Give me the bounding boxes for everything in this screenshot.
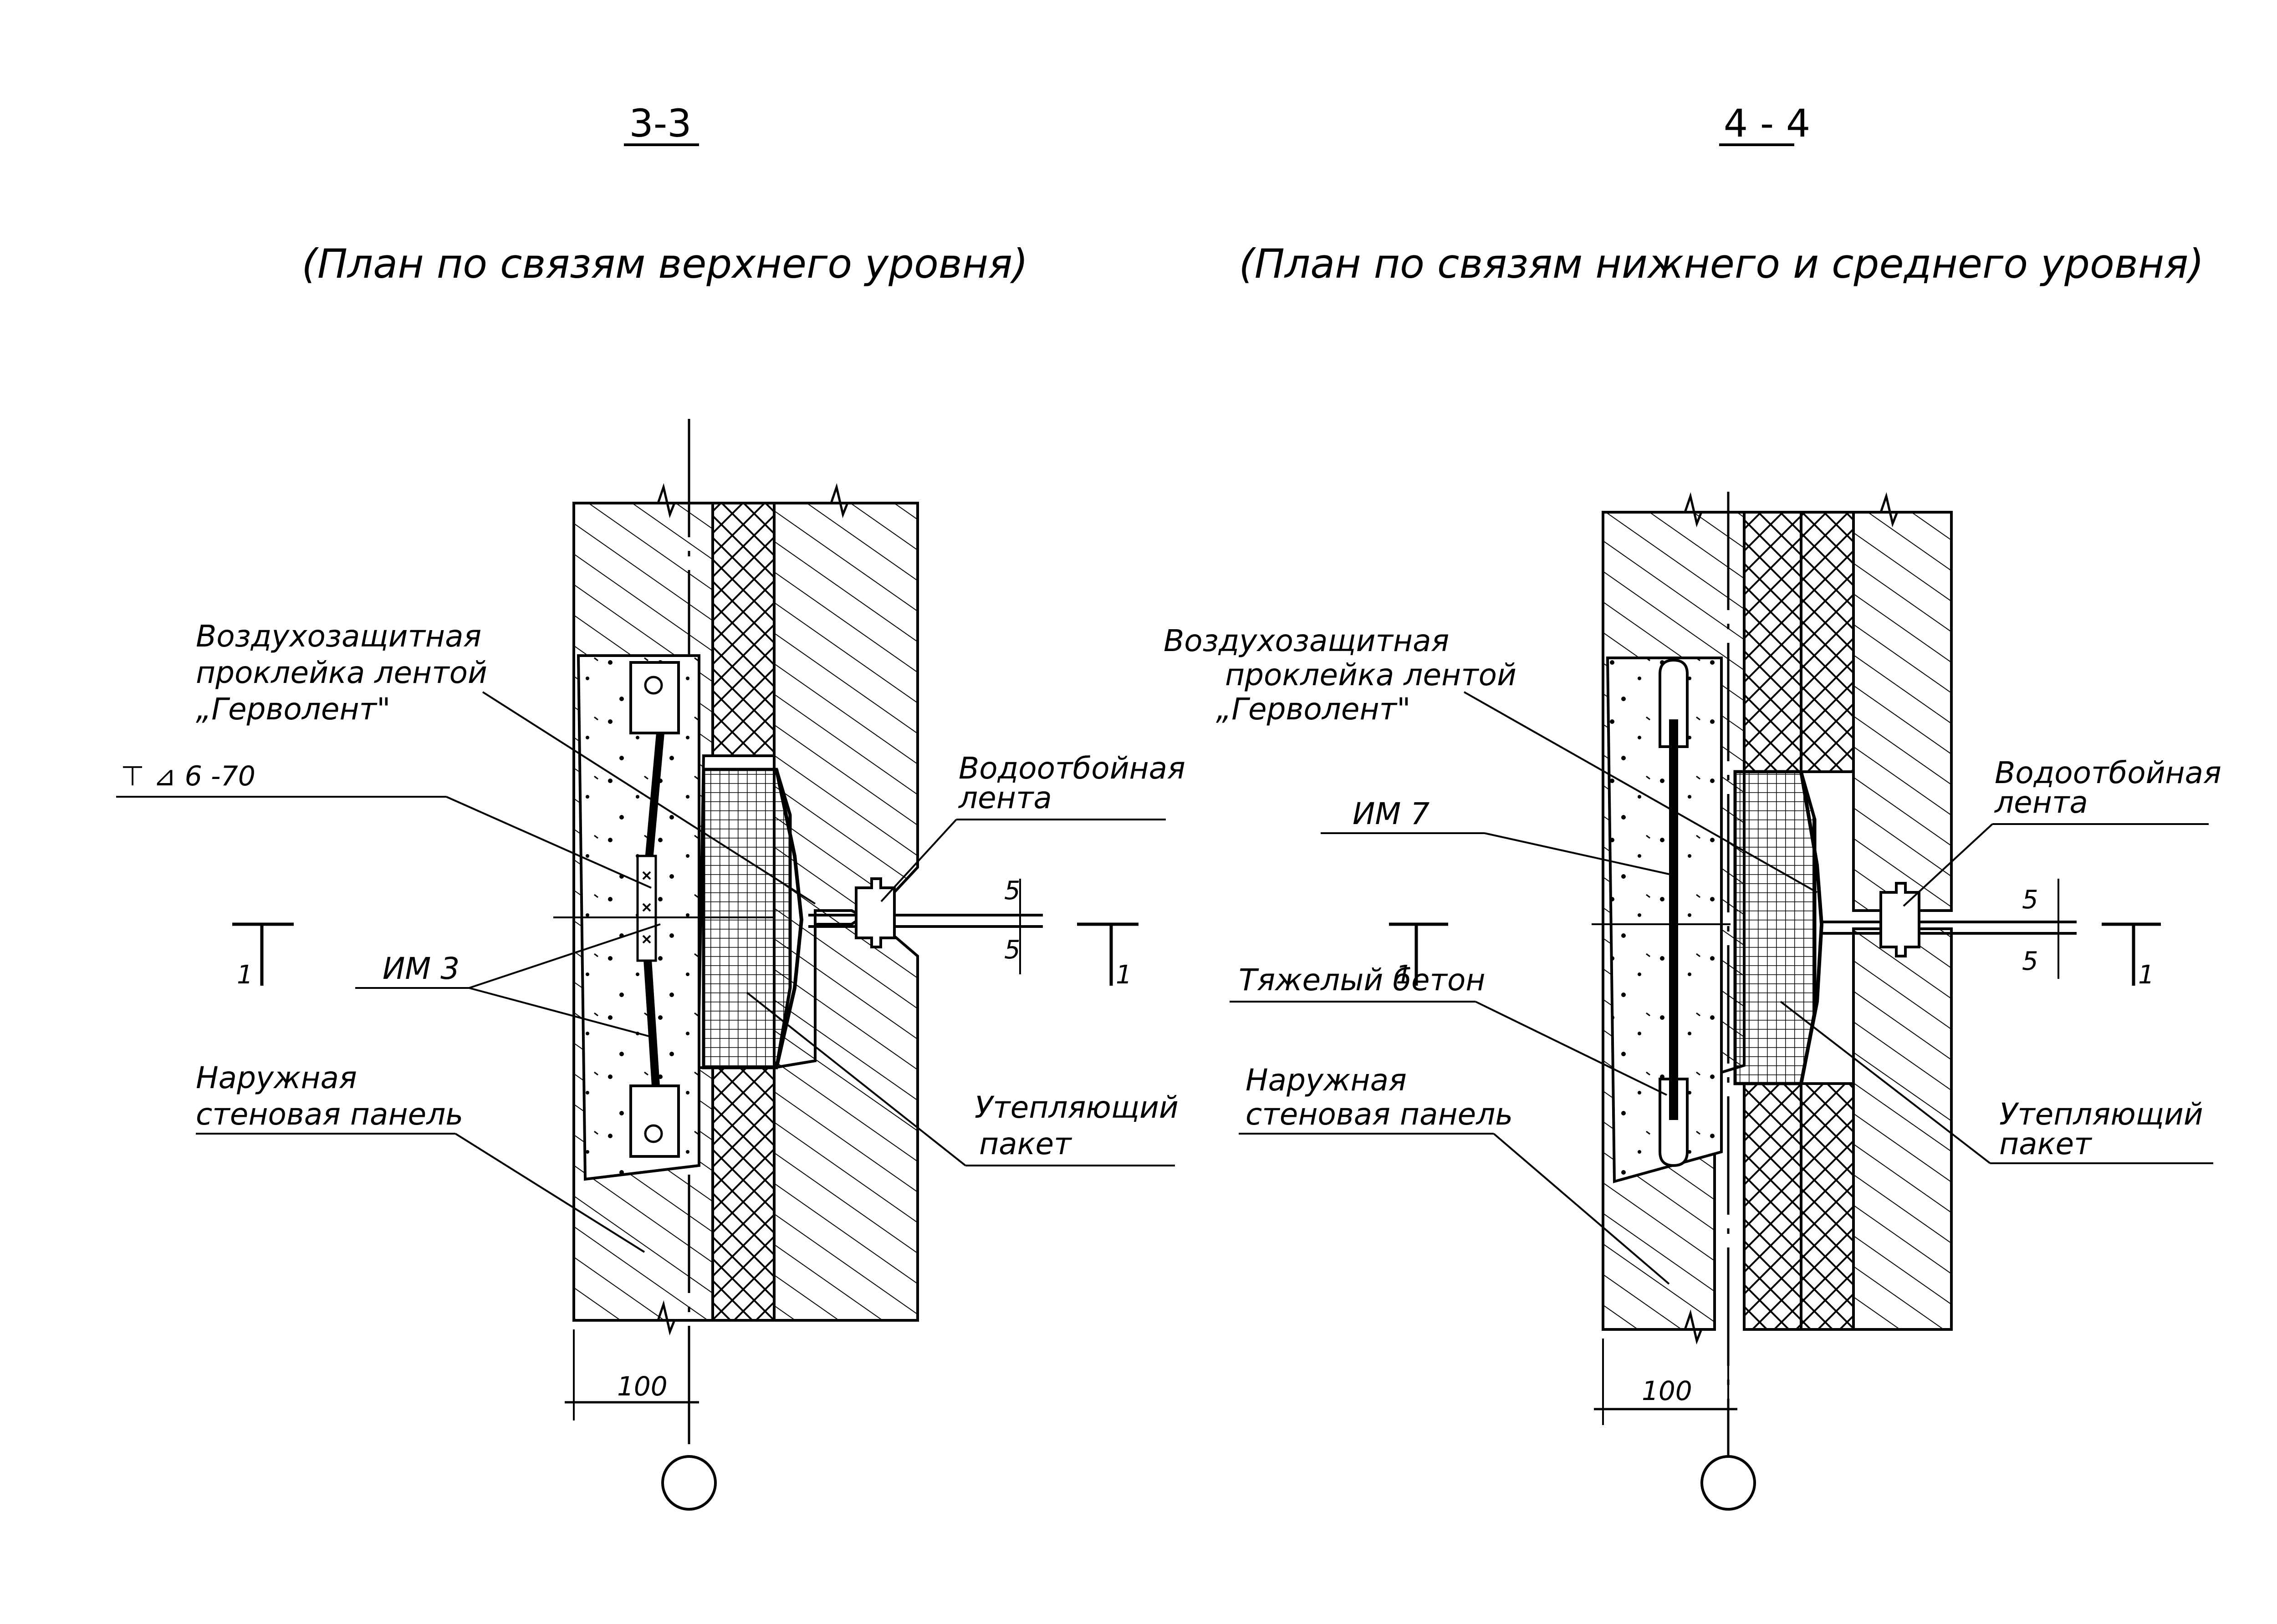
svg-text:ИМ 3: ИМ 3	[383, 951, 459, 986]
section-title: 3-3	[629, 101, 691, 146]
anchor-loop-upper	[1659, 658, 1689, 748]
callout-insul-pack: Утепляющий пакет	[1780, 1001, 2213, 1164]
dim-5-upper: 5	[1004, 876, 1021, 906]
break-mark	[1684, 492, 1703, 528]
svg-text:Воздухозащитная: Воздухозащитная	[1164, 623, 1449, 658]
svg-text:лента: лента	[958, 780, 1052, 815]
section-subtitle: (План по связям нижнего и среднего уровн…	[1239, 240, 2204, 287]
callout-drip-tape: Водоотбойная лента	[1903, 755, 2221, 907]
svg-text:Воздухозащитная: Воздухозащитная	[196, 619, 481, 654]
insulation-lower	[1743, 1082, 1855, 1331]
callout-outer-panel: Наружная стеновая панель	[1239, 1063, 1670, 1285]
svg-text:ИМ 7: ИМ 7	[1353, 796, 1430, 831]
cut-mark-number: 1	[2138, 960, 2154, 990]
section-cut-mark-left	[1389, 922, 1448, 986]
section-cut-mark-right	[1077, 922, 1138, 986]
anchor-hole-icon	[644, 1124, 663, 1143]
break-mark	[830, 483, 849, 519]
anchor-loop-lower	[1659, 1078, 1689, 1167]
svg-text:пакет: пакет	[1999, 1126, 2093, 1161]
svg-text:Тяжелый бетон: Тяжелый бетон	[1239, 962, 1486, 998]
callout-im3: ИМ 3	[355, 923, 661, 1039]
section-title: 4 - 4	[1724, 101, 1811, 146]
cut-mark-number: 1	[1396, 960, 1412, 990]
insulation-upper	[711, 502, 776, 757]
break-mark	[1684, 1309, 1703, 1345]
section-cut-mark-left	[232, 922, 294, 986]
dim-100: 100	[1642, 1375, 1692, 1406]
insulating-pack	[702, 768, 792, 1069]
callout-outer-panel: Наружная стеновая панель	[196, 1060, 645, 1253]
drip-tape-profile	[1879, 882, 1920, 957]
svg-text:Утепляющий: Утепляющий	[1999, 1097, 2203, 1132]
anchor-plate-upper	[629, 661, 680, 734]
svg-text:стеновая панель: стеновая панель	[196, 1097, 463, 1132]
svg-text:„Герволент": „Герволент"	[196, 692, 391, 727]
anchor-plate-lower	[629, 1084, 680, 1158]
inner-wall-panel-upper	[1852, 511, 1953, 912]
svg-text:Водоотбойная: Водоотбойная	[1995, 755, 2221, 790]
break-mark	[1879, 492, 1899, 528]
weld-mark-icon	[642, 871, 651, 944]
section-4-4: 4 - 4 (План по связям нижнего и среднего…	[1164, 101, 2221, 1511]
svg-text:Наружная: Наружная	[1246, 1063, 1407, 1098]
axis-bubble	[1700, 1455, 1756, 1511]
section-3-3: 3-3 (План по связям верхнего уровня)	[116, 101, 1185, 1511]
callout-heavy-concrete: Тяжелый бетон	[1230, 962, 1667, 1096]
callout-insul-pack: Утепляющий пакет	[746, 992, 1179, 1166]
callout-air-tape: Воздухозащитная проклейка лентой „Гервол…	[196, 619, 816, 905]
anchor-hole-icon	[644, 676, 663, 695]
air-tape-strip	[775, 769, 804, 1068]
cut-mark-number: 1	[1116, 960, 1132, 990]
cut-mark-number: 1	[237, 960, 253, 990]
inner-wall-panel-lower	[1852, 927, 1953, 1331]
dim-5-lower: 5	[2022, 947, 2038, 976]
dim-5-lower: 5	[1004, 935, 1021, 965]
dim-5-upper: 5	[2022, 885, 2038, 915]
callout-im7: ИМ 7	[1321, 796, 1669, 875]
svg-text:Водоотбойная: Водоотбойная	[959, 751, 1185, 786]
section-subtitle: (План по связям верхнего уровня)	[302, 240, 1028, 287]
svg-text:Наружная: Наружная	[196, 1060, 357, 1095]
drip-tape-profile	[855, 877, 896, 948]
svg-text:пакет: пакет	[979, 1126, 1072, 1161]
svg-text:⊤ ⊿ 6 -70: ⊤ ⊿ 6 -70	[121, 760, 255, 792]
svg-text:„Герволент": „Герволент"	[1216, 692, 1411, 727]
dim-100: 100	[617, 1371, 668, 1402]
svg-text:Утепляющий: Утепляющий	[975, 1090, 1179, 1125]
callout-weld: ⊤ ⊿ 6 -70	[116, 760, 652, 889]
insulation-lower	[711, 1066, 776, 1322]
svg-text:проклейка лентой: проклейка лентой	[196, 655, 487, 690]
svg-text:лента: лента	[1994, 785, 2088, 820]
section-cut-mark-right	[2102, 922, 2161, 986]
svg-text:стеновая панель: стеновая панель	[1246, 1097, 1513, 1132]
insulation-upper	[1743, 511, 1855, 773]
break-mark	[657, 1300, 676, 1336]
callout-air-tape: Воздухозащитная проклейка лентой „Гервол…	[1164, 623, 1818, 893]
air-tape-strip	[1799, 771, 1824, 1084]
break-mark	[657, 483, 676, 519]
insulating-pack	[1733, 770, 1817, 1085]
axis-bubble	[661, 1455, 717, 1511]
callout-drip-tape: Водоотбойная лента	[880, 751, 1185, 902]
svg-text:проклейка лентой: проклейка лентой	[1225, 657, 1516, 692]
